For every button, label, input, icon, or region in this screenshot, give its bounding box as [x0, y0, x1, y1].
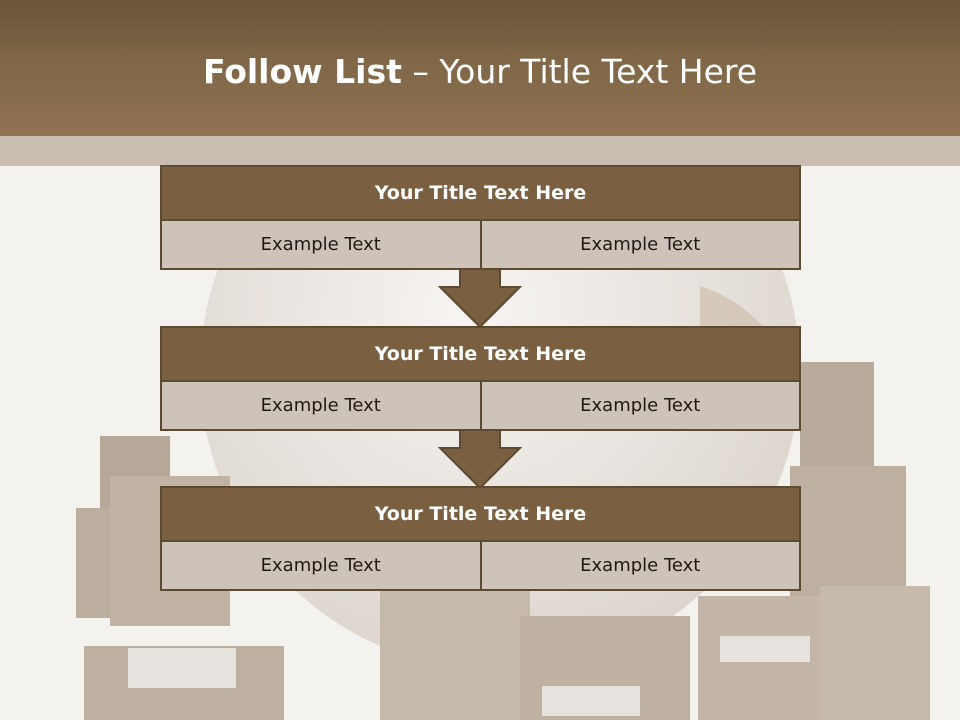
step-cell-left-3: Example Text: [260, 555, 381, 576]
down-arrow-icon: [438, 430, 522, 490]
step-row-1: Example Text Example Text: [160, 221, 801, 270]
step-cell-right-3: Example Text: [479, 542, 800, 589]
step-title-2: Your Title Text Here: [160, 326, 801, 382]
header-band: [0, 0, 960, 136]
step-title-1: Your Title Text Here: [160, 165, 801, 221]
step-block-1: Your Title Text Here Example Text Exampl…: [160, 165, 801, 270]
step-block-3: Your Title Text Here Example Text Exampl…: [160, 486, 801, 591]
step-cell-right-1: Example Text: [479, 221, 800, 268]
down-arrow-icon: [438, 269, 522, 329]
step-cell-left-2: Example Text: [260, 395, 381, 416]
slide-title-rest: – Your Title Text Here: [401, 52, 758, 91]
step-row-2: Example Text Example Text: [160, 382, 801, 431]
step-cell-right-2: Example Text: [479, 382, 800, 429]
step-block-2: Your Title Text Here Example Text Exampl…: [160, 326, 801, 431]
step-title-3: Your Title Text Here: [160, 486, 801, 542]
slide-title-bold: Follow List: [202, 52, 402, 91]
step-cell-left-1: Example Text: [260, 234, 381, 255]
header-subband: [0, 136, 960, 166]
slide-title: Follow List – Your Title Text Here: [0, 52, 960, 91]
step-row-3: Example Text Example Text: [160, 542, 801, 591]
